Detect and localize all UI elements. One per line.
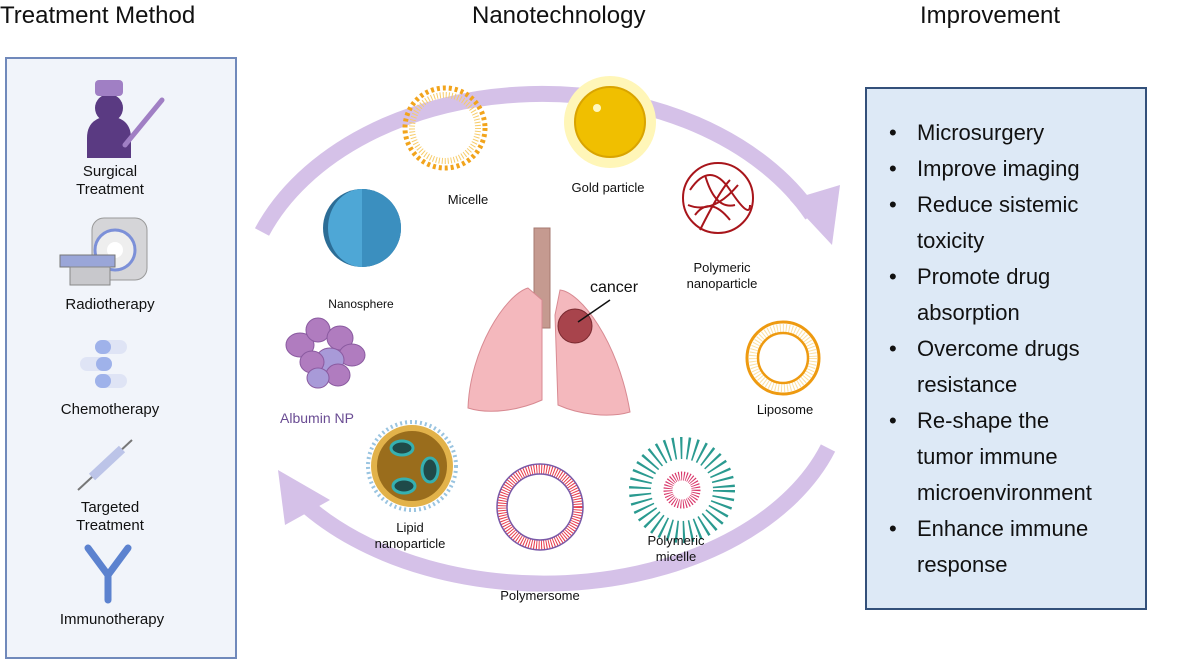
micelle-label: Micelle xyxy=(447,192,489,207)
treatment-method-title: Treatment Method xyxy=(0,2,196,29)
polymersome-label: Polymersome xyxy=(500,588,580,603)
nanosphere-label: Nanosphere xyxy=(328,297,394,311)
upper-cycle-arrow xyxy=(254,85,819,236)
tumor-icon xyxy=(557,299,611,344)
gold-particle-label: Gold particle xyxy=(571,180,645,195)
liposome-icon xyxy=(745,320,821,396)
surgeon-icon xyxy=(87,80,165,158)
immunotherapy-label: Immunotherapy xyxy=(59,611,165,628)
improvement-item: Overcome drugs resistance xyxy=(887,331,1092,403)
upper-arrowhead-icon xyxy=(790,185,840,245)
albumin-np-icon xyxy=(285,317,366,389)
albumin-np-label: Albumin NP xyxy=(280,410,354,426)
micelle-icon xyxy=(402,85,488,171)
improvement-title: Improvement xyxy=(920,2,1061,29)
improvement-item: Microsurgery xyxy=(887,115,1092,151)
lower-cycle-arrow xyxy=(294,444,836,592)
nanosphere-icon xyxy=(323,189,401,267)
improvement-item: Enhance immune response xyxy=(887,511,1092,583)
pills-icon xyxy=(80,340,127,388)
polymeric-micelle-label: Polymeric micelle xyxy=(647,533,705,564)
improvement-item: Improve imaging xyxy=(887,151,1092,187)
improvement-panel: Microsurgery Improve imaging Reduce sist… xyxy=(865,87,1147,610)
lipid-nanoparticle-icon xyxy=(366,420,458,512)
polymeric-micelle-icon xyxy=(629,437,735,543)
lower-arrowhead-icon xyxy=(278,470,330,525)
cancer-label: cancer xyxy=(590,279,639,296)
nanotechnology-title: Nanotechnology xyxy=(472,2,646,29)
syringe-icon xyxy=(77,439,133,491)
improvement-list: Microsurgery Improve imaging Reduce sist… xyxy=(887,115,1092,583)
polymeric-nanoparticle-icon xyxy=(682,162,754,234)
targeted-treatment-label: Targeted Treatment xyxy=(76,499,144,534)
improvement-item: Promote drug absorption xyxy=(887,259,1092,331)
polymersome-icon xyxy=(496,463,584,551)
improvement-item: Re-shape the tumor immune microenvironme… xyxy=(887,403,1092,511)
gold-particle-icon xyxy=(564,76,656,168)
radiotherapy-label: Radiotherapy xyxy=(65,296,155,313)
polymeric-nanoparticle-label: Polymeric nanoparticle xyxy=(686,260,758,291)
antibody-icon xyxy=(84,544,132,604)
liposome-label: Liposome xyxy=(756,402,814,417)
lungs-icon xyxy=(467,227,631,416)
chemotherapy-label: Chemotherapy xyxy=(60,401,160,418)
lipid-nanoparticle-label: Lipid nanoparticle xyxy=(374,520,446,551)
surgical-treatment-label: Surgical Treatment xyxy=(76,163,144,198)
improvement-item: Reduce sistemic toxicity xyxy=(887,187,1092,259)
mri-scanner-icon xyxy=(59,217,148,286)
